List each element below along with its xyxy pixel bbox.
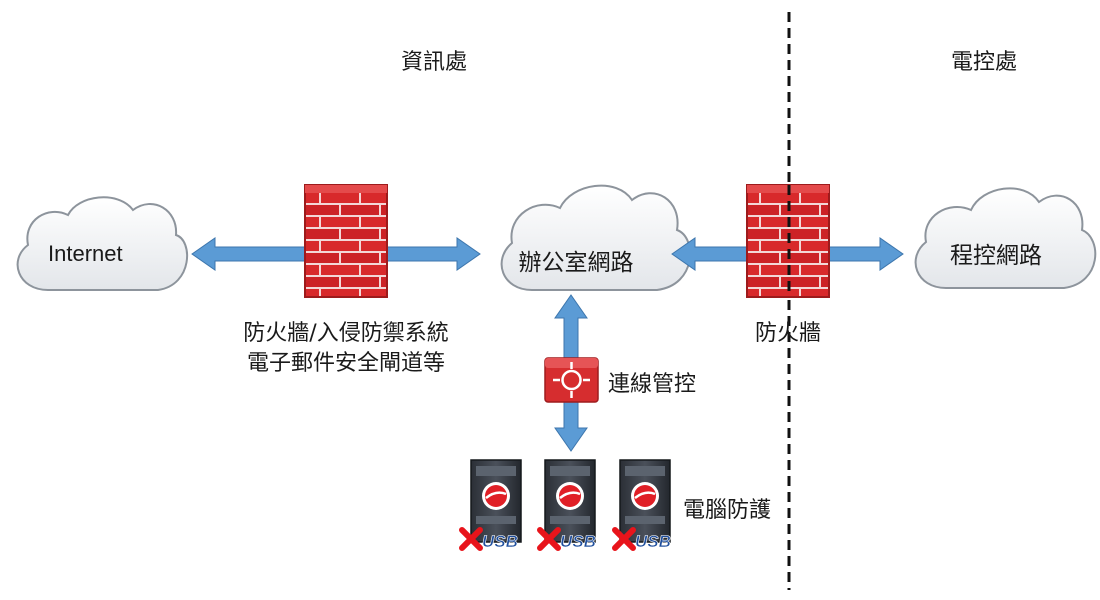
cloud-control [914, 187, 1097, 289]
usb-badge-1: USB [482, 532, 518, 551]
router-icon [544, 357, 599, 403]
endpoint-server-1 [470, 459, 522, 543]
firewall-left [304, 184, 388, 298]
cloud-internet [16, 196, 189, 291]
zone-label-control: 電控處 [950, 50, 1018, 75]
internet-label: Internet [48, 241, 123, 266]
usb-blocked-icon-2: USB [537, 527, 596, 551]
usb-blocked-icon-3: USB [612, 527, 671, 551]
fw-left-caption-1: 防火牆/入侵防禦系統 [243, 321, 449, 346]
pc-protection-label: 電腦防護 [683, 498, 772, 523]
office-network-label: 辦公室網路 [518, 250, 634, 276]
fw-left-caption-2: 電子郵件安全閘道等 [246, 351, 446, 376]
zone-label-it: 資訊處 [400, 50, 468, 75]
connection-control-label: 連線管控 [608, 372, 697, 397]
control-network-label: 程控網路 [950, 243, 1042, 269]
usb-badge-3: USB [635, 532, 671, 551]
usb-badge-2: USB [560, 532, 596, 551]
endpoint-server-3 [619, 459, 671, 543]
cloud-office [500, 184, 691, 291]
fw-right-caption: 防火牆 [754, 321, 822, 346]
endpoint-server-2 [544, 459, 596, 543]
usb-blocked-icon-1: USB [459, 527, 518, 551]
